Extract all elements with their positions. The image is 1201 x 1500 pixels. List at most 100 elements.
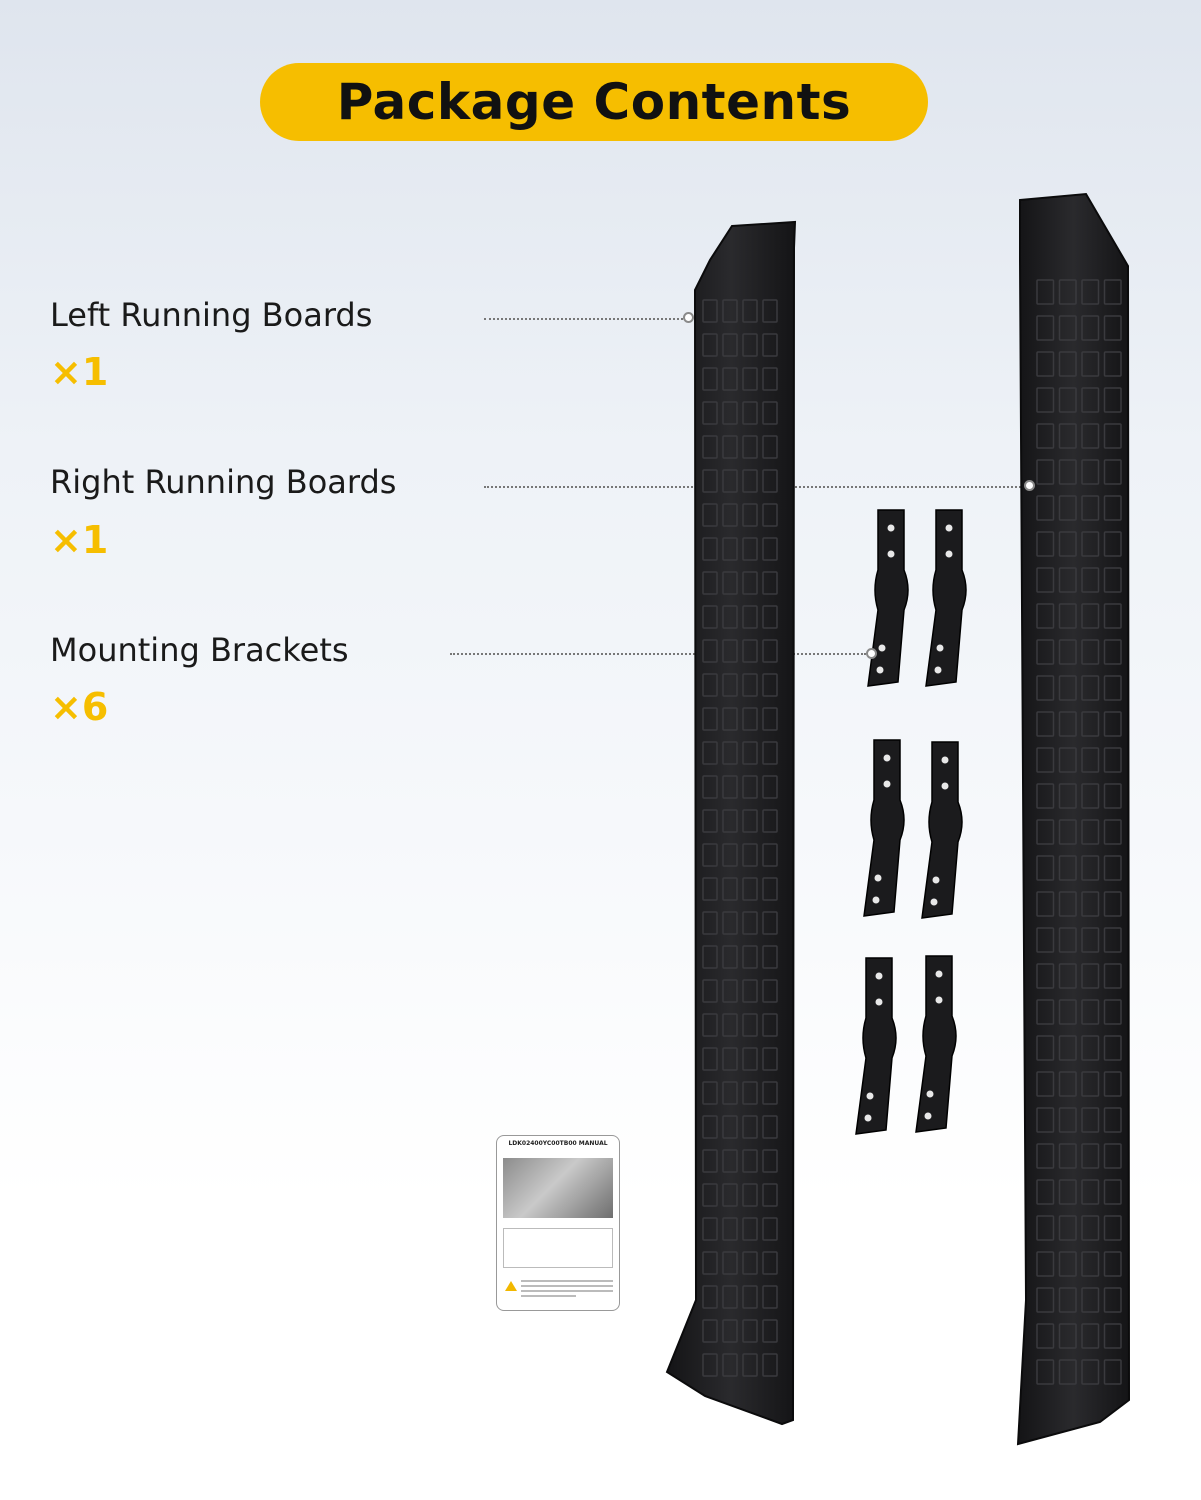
tread-block bbox=[742, 469, 758, 493]
tread-block bbox=[1103, 675, 1122, 701]
tread-block bbox=[742, 945, 758, 969]
tread-block bbox=[1081, 1107, 1100, 1133]
tread-block bbox=[742, 843, 758, 867]
tread-block bbox=[1058, 459, 1077, 485]
tread-block bbox=[1036, 1143, 1055, 1169]
tread-block bbox=[1103, 1143, 1122, 1169]
item-label-right-boards: Right Running Boards bbox=[50, 463, 397, 501]
tread-block bbox=[1058, 423, 1077, 449]
bracket-hole bbox=[935, 996, 943, 1004]
tread-block bbox=[742, 1353, 758, 1377]
tread-block bbox=[1103, 459, 1122, 485]
tread-block bbox=[1103, 1179, 1122, 1205]
manual-title: LDK02400YC00TB00 MANUAL bbox=[508, 1140, 608, 1147]
tread-block bbox=[742, 1319, 758, 1343]
tread-block bbox=[1058, 1215, 1077, 1241]
tread-block bbox=[1036, 819, 1055, 845]
tread-block bbox=[1058, 999, 1077, 1025]
bracket-hole bbox=[930, 898, 938, 906]
tread-block bbox=[1081, 423, 1100, 449]
tread-block bbox=[702, 1217, 718, 1241]
tread-block bbox=[702, 911, 718, 935]
tread-block bbox=[1103, 639, 1122, 665]
tread-block bbox=[702, 1149, 718, 1173]
tread-block bbox=[722, 1353, 738, 1377]
bracket-hole bbox=[941, 756, 949, 764]
tread-block bbox=[742, 367, 758, 391]
tread-block bbox=[1081, 1251, 1100, 1277]
tread-block bbox=[1036, 1323, 1055, 1349]
tread-block bbox=[1081, 1323, 1100, 1349]
tread-block bbox=[1036, 1071, 1055, 1097]
tread-block bbox=[702, 639, 718, 663]
tread-block bbox=[762, 435, 778, 459]
tread-block bbox=[762, 1217, 778, 1241]
tread-block bbox=[742, 605, 758, 629]
tread-block bbox=[742, 639, 758, 663]
tread-block bbox=[1081, 963, 1100, 989]
tread-block bbox=[1081, 747, 1100, 773]
tread-block bbox=[1036, 459, 1055, 485]
tread-block bbox=[762, 741, 778, 765]
tread-block bbox=[702, 1115, 718, 1139]
tread-block bbox=[1058, 783, 1077, 809]
tread-block bbox=[1081, 387, 1100, 413]
tread-block bbox=[1058, 1287, 1077, 1313]
tread-block bbox=[1081, 783, 1100, 809]
tread-block bbox=[722, 367, 738, 391]
tread-block bbox=[742, 401, 758, 425]
tread-block bbox=[1103, 783, 1122, 809]
tread-block bbox=[1081, 567, 1100, 593]
tread-block bbox=[1081, 531, 1100, 557]
tread-block bbox=[762, 401, 778, 425]
bracket-hole bbox=[872, 896, 880, 904]
tread-block bbox=[742, 571, 758, 595]
warning-icon bbox=[505, 1281, 517, 1291]
leader-line-left-boards bbox=[484, 318, 683, 320]
manual-photo bbox=[503, 1158, 613, 1218]
tread-block bbox=[742, 435, 758, 459]
tread-block bbox=[762, 1013, 778, 1037]
tread-block bbox=[1036, 315, 1055, 341]
tread-block bbox=[722, 843, 738, 867]
tread-block bbox=[1103, 603, 1122, 629]
tread-block bbox=[722, 639, 738, 663]
instruction-manual: LDK02400YC00TB00 MANUAL bbox=[496, 1135, 620, 1311]
tread-block bbox=[1058, 639, 1077, 665]
tread-block bbox=[702, 299, 718, 323]
tread-block bbox=[742, 1047, 758, 1071]
tread-block bbox=[1036, 891, 1055, 917]
tread-block bbox=[1081, 603, 1100, 629]
tread-block bbox=[722, 1251, 738, 1275]
bracket-hole bbox=[883, 780, 891, 788]
tread-block bbox=[1058, 1107, 1077, 1133]
tread-block bbox=[1058, 963, 1077, 989]
tread-block bbox=[722, 979, 738, 1003]
manual-text-lines bbox=[521, 1280, 613, 1300]
tread-block bbox=[722, 775, 738, 799]
tread-block bbox=[1081, 1359, 1100, 1385]
tread-block bbox=[702, 435, 718, 459]
tread-block bbox=[1058, 1035, 1077, 1061]
tread-block bbox=[1081, 315, 1100, 341]
tread-block bbox=[762, 911, 778, 935]
tread-block bbox=[1058, 675, 1077, 701]
tread-block bbox=[1058, 387, 1077, 413]
tread-block bbox=[1058, 1251, 1077, 1277]
tread-block bbox=[742, 1081, 758, 1105]
bracket bbox=[867, 509, 909, 687]
tread-block bbox=[1103, 351, 1122, 377]
tread-block bbox=[1103, 1107, 1122, 1133]
bracket bbox=[921, 741, 963, 919]
tread-block bbox=[1036, 1035, 1055, 1061]
tread-block bbox=[742, 1115, 758, 1139]
tread-block bbox=[1081, 1035, 1100, 1061]
bracket-hole bbox=[887, 550, 895, 558]
tread-block bbox=[702, 537, 718, 561]
tread-block bbox=[1103, 855, 1122, 881]
tread-block bbox=[702, 1285, 718, 1309]
tread-block bbox=[762, 1353, 778, 1377]
callout-dot-brackets bbox=[866, 648, 877, 659]
tread-block bbox=[702, 741, 718, 765]
tread-block bbox=[762, 775, 778, 799]
